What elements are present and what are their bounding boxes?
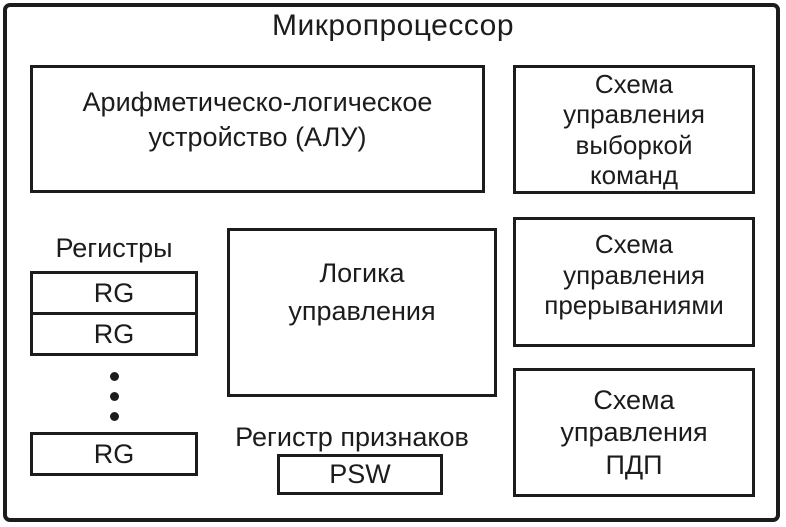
dma-control-block: Схема управления ПДП	[513, 368, 755, 497]
instruction-fetch-control-block: Схема управления выборкой команд	[513, 65, 755, 194]
register-rg-1: RG	[30, 271, 198, 315]
register-rg-2: RG	[30, 312, 198, 356]
registers-ellipsis-dots	[30, 372, 198, 421]
ellipsis-dot	[109, 392, 119, 401]
alu-block: Арифметическо-логическое устройство (АЛУ…	[30, 65, 485, 193]
psw-register-block: PSW	[277, 454, 443, 495]
interrupt-control-block: Схема управления прерываниями	[513, 217, 755, 347]
flag-register-label: Регистр признаков	[235, 422, 469, 452]
diagram-title: Микропроцессор	[271, 9, 515, 42]
control-logic-block: Логика управления	[227, 228, 497, 397]
ellipsis-dot	[109, 372, 119, 381]
ellipsis-dot	[109, 412, 119, 421]
registers-label: Регистры	[55, 233, 173, 263]
register-rg-n: RG	[30, 432, 198, 476]
